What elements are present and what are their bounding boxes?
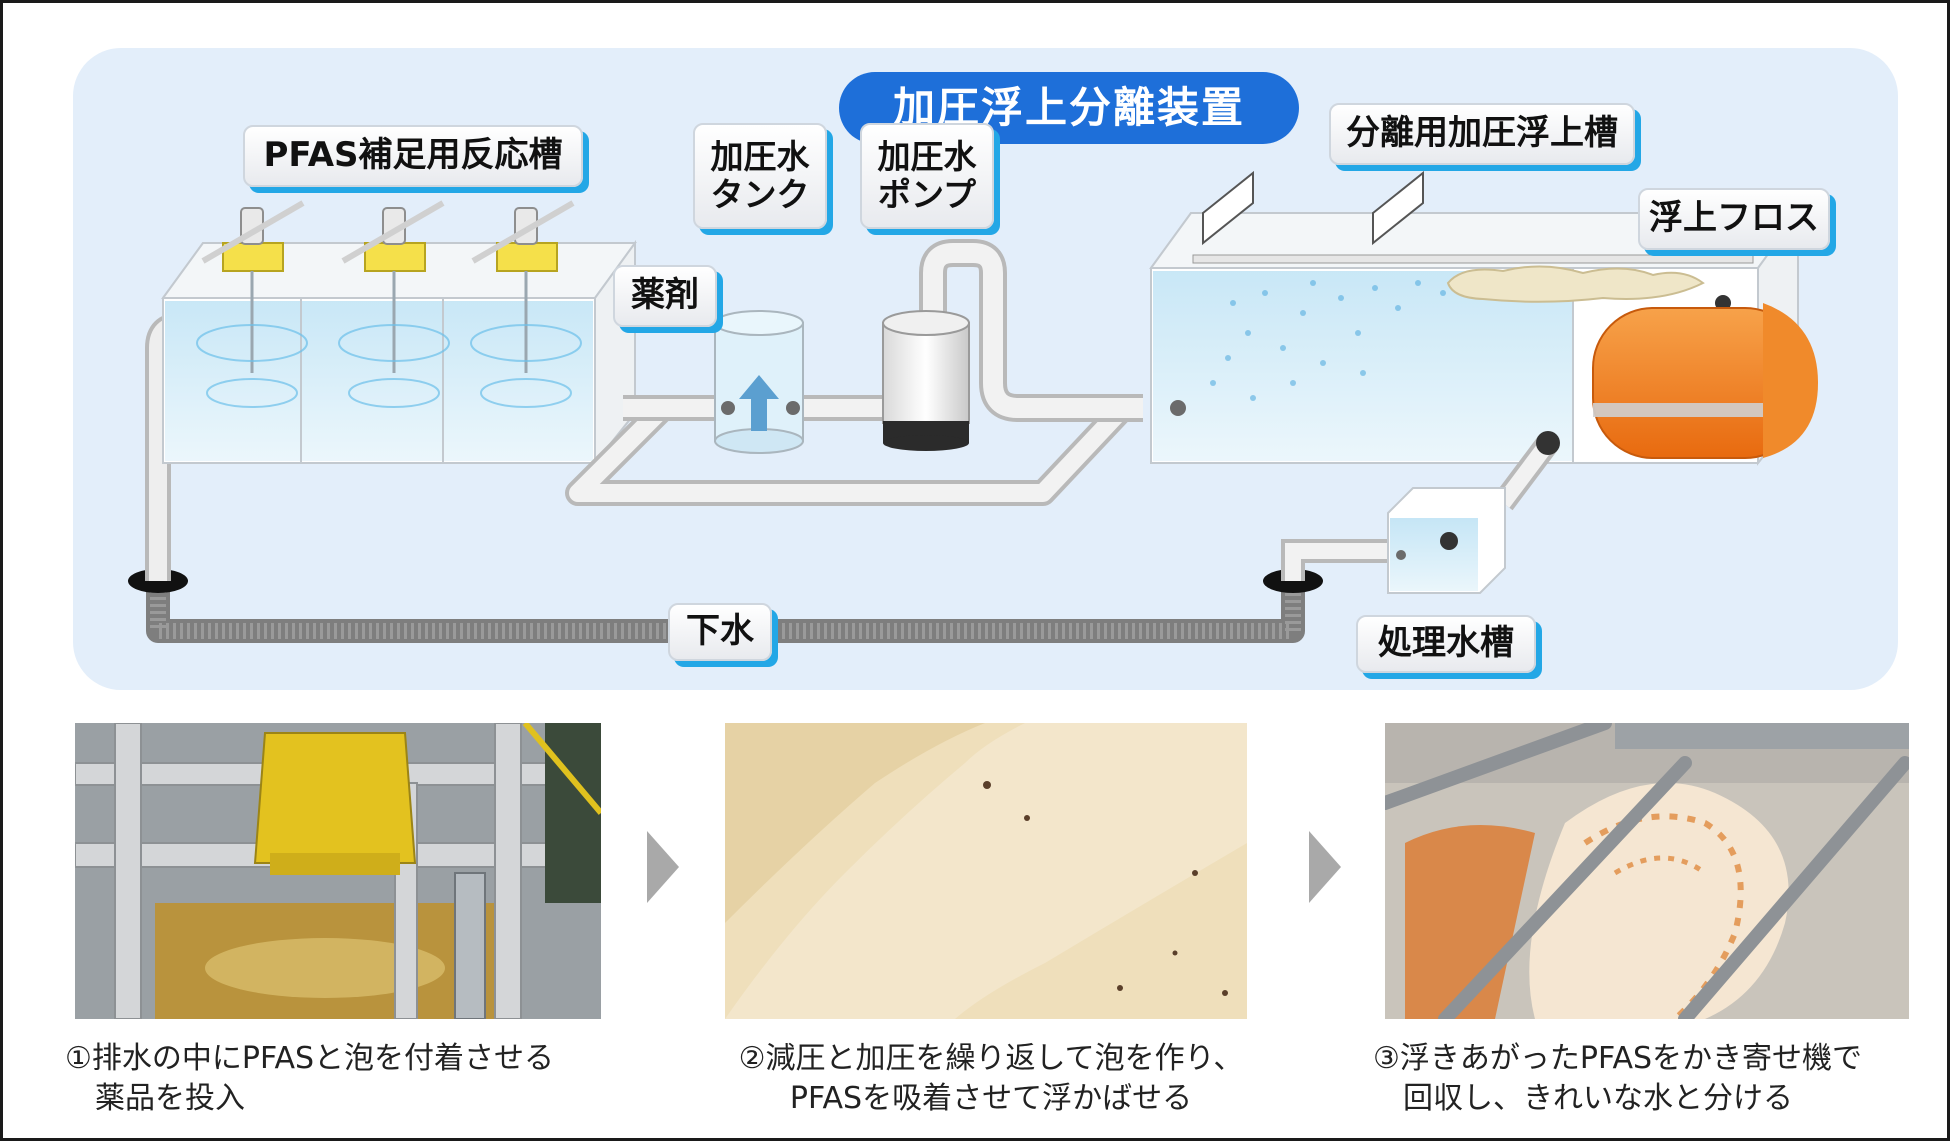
caption-step-3: ③浮きあがったPFASをかき寄せ機で 回収し、きれいな水と分ける xyxy=(1373,1039,1862,1119)
treated-water-tank xyxy=(1387,487,1506,594)
caption-step-2-line1: ②減圧と加圧を繰り返して泡を作り、 xyxy=(738,1041,1244,1076)
flow-arrow-1 xyxy=(647,831,679,903)
floss-label: 浮上フロス xyxy=(1638,188,1830,250)
caption-step-3-line1: ③浮きあがったPFASをかき寄せ機で xyxy=(1373,1041,1863,1076)
pressurized-water-pump xyxy=(882,310,970,451)
floss-label-text: 浮上フロス xyxy=(1649,198,1819,239)
reactor-label-text: PFAS補足用反応槽 xyxy=(263,135,563,176)
sewage-label: 下水 xyxy=(668,603,772,661)
pressure-tank-label-line1: 加圧水 xyxy=(710,137,810,177)
caption-step-3-line2: 回収し、きれいな水と分ける xyxy=(1373,1081,1793,1116)
sewage-label-text: 下水 xyxy=(686,611,754,652)
reactor-tank xyxy=(161,200,637,466)
pressurized-water-loop xyxy=(565,239,1143,506)
treated-tank-label-text: 処理水槽 xyxy=(1378,623,1514,664)
pressurized-water-tank xyxy=(714,310,804,454)
floss-collector xyxy=(1592,303,1818,459)
caption-step-2: ②減圧と加圧を繰り返して泡を作り、 PFASを吸着させて浮かばせる xyxy=(731,1039,1251,1119)
treated-tank-label: 処理水槽 xyxy=(1356,615,1536,673)
pressure-pump-label: 加圧水 ポンプ xyxy=(860,123,994,229)
chemical-label: 薬剤 xyxy=(613,265,717,327)
pressure-pump-label-line2: ポンプ xyxy=(877,175,976,214)
equipment-illustration xyxy=(128,170,1818,643)
pressure-tank-label-line2: タンク xyxy=(710,175,810,214)
pressure-tank-label: 加圧水 タンク xyxy=(693,123,827,229)
caption-step-1: ①排水の中にPFASと泡を付着させる 薬品を投入 xyxy=(65,1039,554,1119)
photo-bubbles xyxy=(725,723,1247,1019)
chemical-label-text: 薬剤 xyxy=(631,275,699,316)
reactor-label: PFAS補足用反応槽 xyxy=(243,125,583,187)
flotation-tank-label-text: 分離用加圧浮上槽 xyxy=(1346,113,1618,154)
caption-step-1-line1: ①排水の中にPFASと泡を付着させる xyxy=(65,1041,555,1076)
photo-floss-collection xyxy=(1385,723,1909,1019)
flotation-tank-label: 分離用加圧浮上槽 xyxy=(1329,103,1635,165)
photo-reactor xyxy=(75,723,601,1019)
caption-step-1-line2: 薬品を投入 xyxy=(65,1081,245,1116)
caption-step-2-line2: PFASを吸着させて浮かばせる xyxy=(789,1081,1193,1116)
flow-arrow-2 xyxy=(1309,831,1341,903)
pressure-pump-label-line1: 加圧水 xyxy=(877,137,977,177)
